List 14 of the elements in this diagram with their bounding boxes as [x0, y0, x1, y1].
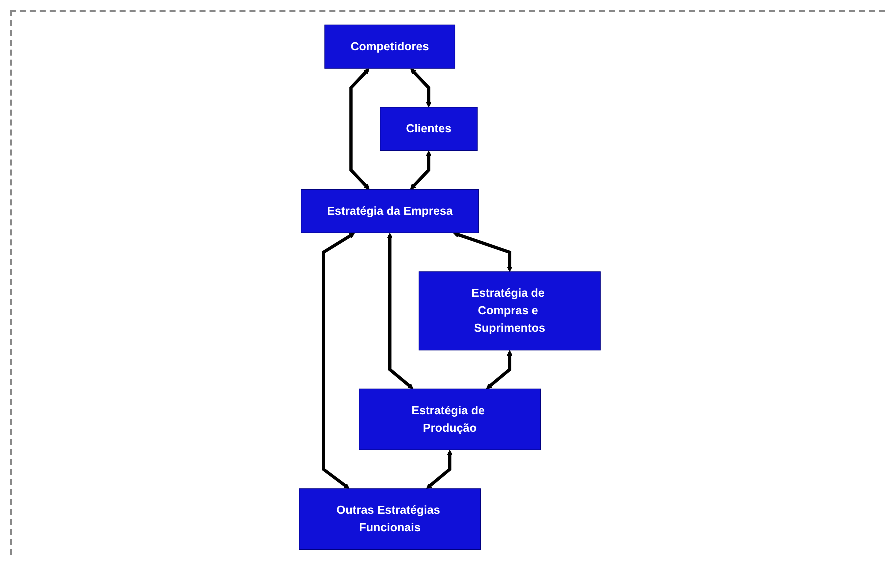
node-box: Estratégia da Empresa	[301, 189, 480, 234]
arrow	[387, 233, 414, 390]
arrow	[453, 232, 513, 272]
arrow	[486, 350, 513, 390]
arrow	[322, 232, 356, 490]
arrow	[410, 150, 432, 190]
arrow	[350, 68, 370, 190]
arrow	[410, 68, 432, 108]
node-box: Outras Estratégias Funcionais	[299, 488, 482, 550]
node-box: Competidores	[324, 24, 456, 69]
node-box: Estratégia de Produção	[359, 388, 541, 450]
node-box: Clientes	[380, 107, 478, 152]
arrow	[426, 450, 453, 490]
node-box: Estratégia de Compras e Suprimentos	[418, 272, 601, 351]
